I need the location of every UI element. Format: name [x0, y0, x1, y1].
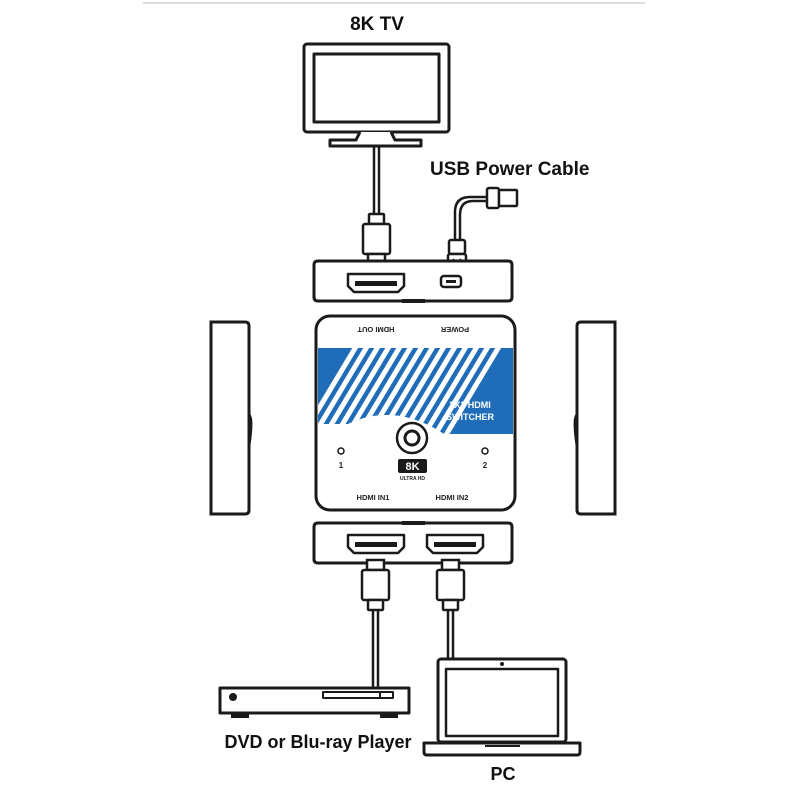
- dvd-label: DVD or Blu-ray Player: [224, 732, 411, 752]
- hdmi-in2-cable: [435, 558, 466, 660]
- led-1-label: 1: [339, 461, 344, 470]
- led-1-icon: [337, 447, 345, 455]
- pc-label: PC: [490, 764, 515, 784]
- switcher-title-line1: 2X1 HDMI: [449, 400, 491, 410]
- tv-icon: [302, 42, 451, 148]
- led-2-label: 2: [483, 461, 488, 470]
- laptop-pc-icon: [422, 657, 582, 757]
- output-side-panel: [312, 259, 514, 303]
- hdmi-out-label: HDMI OUT: [357, 325, 394, 334]
- tv-label: 8K TV: [350, 14, 404, 35]
- stripe: [440, 348, 506, 434]
- right-side-panel: [573, 320, 617, 516]
- svg-text:8K: 8K: [405, 461, 419, 473]
- hdmi-in1-label: HDMI IN1: [357, 493, 390, 502]
- hdmi-out-cable: [361, 146, 392, 268]
- stripe: [318, 348, 374, 434]
- 8k-ultrahd-badge: 8K ULTRA HD: [398, 459, 427, 482]
- stripe: [330, 348, 396, 434]
- led-2-icon: [481, 447, 489, 455]
- select-button[interactable]: [395, 421, 429, 455]
- input-side-panel: [312, 521, 514, 565]
- usb-power-cable: [446, 186, 519, 270]
- usb-cable-label: USB Power Cable: [430, 159, 589, 180]
- stripe: [418, 348, 484, 434]
- svg-text:ULTRA HD: ULTRA HD: [400, 476, 425, 482]
- stripe: [429, 348, 495, 434]
- switcher-device: [314, 314, 517, 512]
- stripe: [319, 348, 385, 434]
- dvd-player-icon: [218, 686, 411, 718]
- power-label: POWER: [440, 325, 469, 334]
- stripe: [318, 348, 363, 434]
- hdmi-in1-cable: [360, 558, 391, 688]
- left-side-panel: [209, 320, 253, 516]
- switcher-title-line2: SWITCHER: [446, 412, 494, 422]
- hdmi-in2-label: HDMI IN2: [436, 493, 469, 502]
